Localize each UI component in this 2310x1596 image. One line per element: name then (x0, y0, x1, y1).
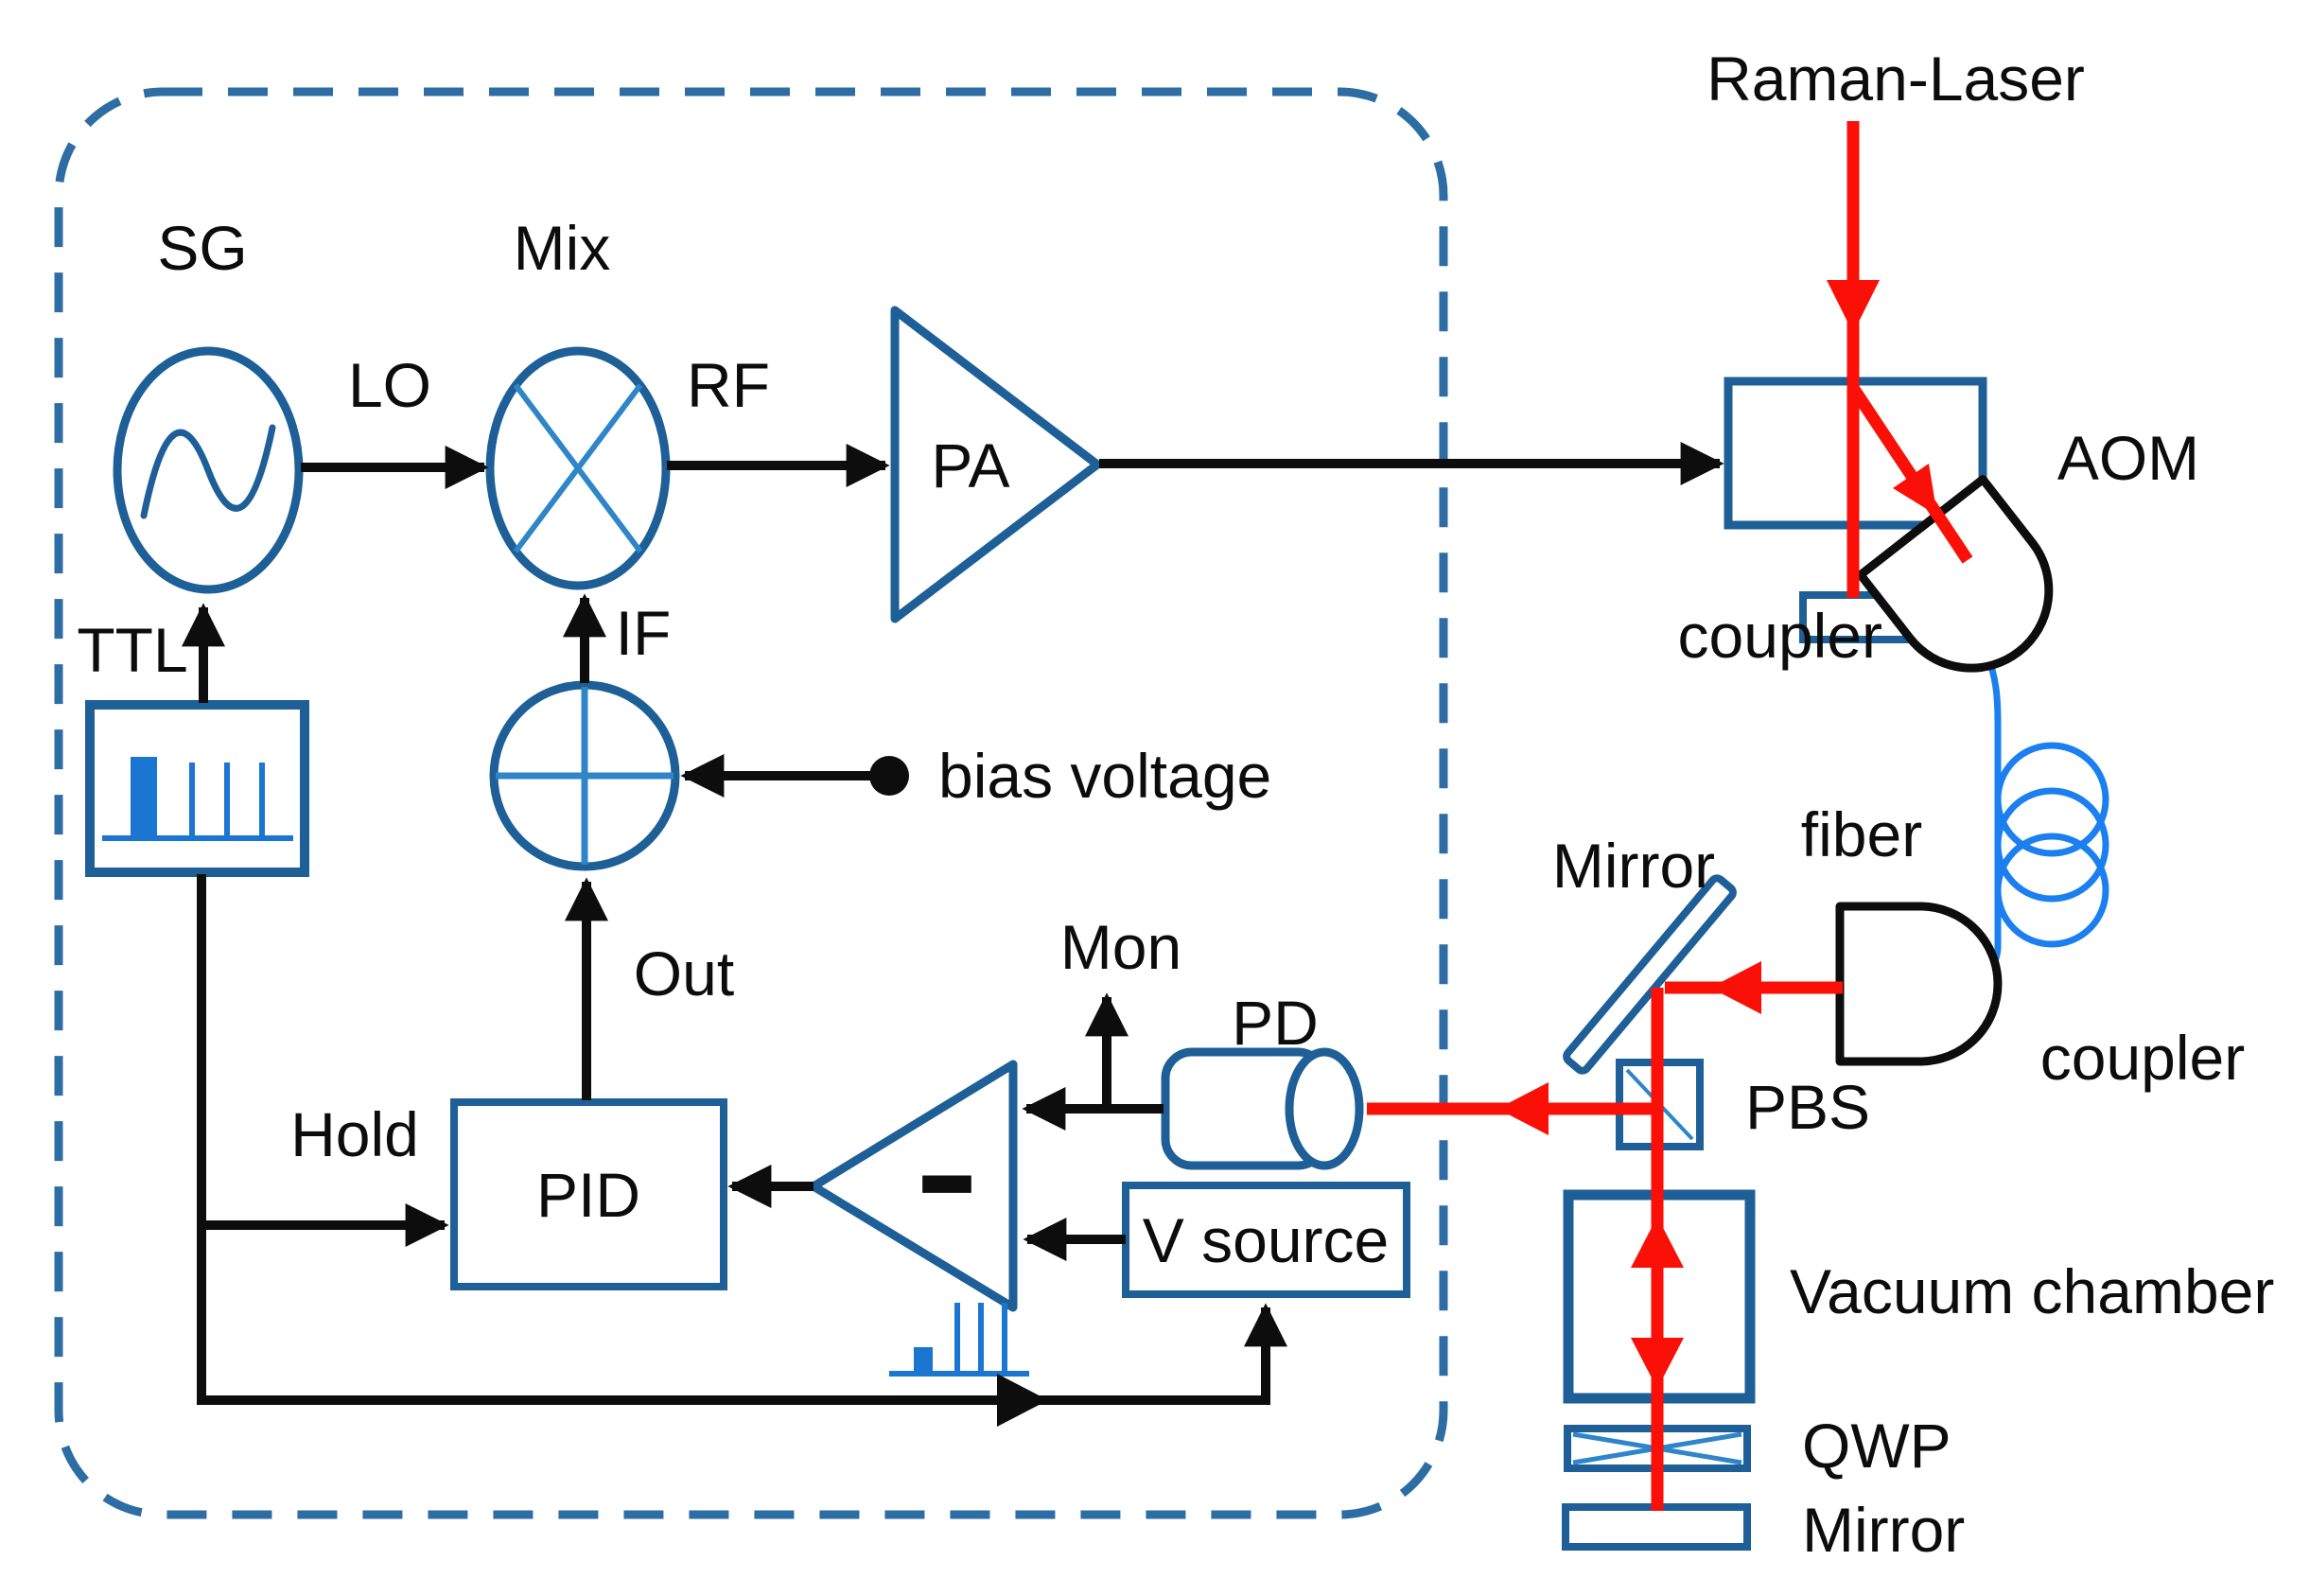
label-mix: Mix (514, 213, 611, 283)
minus-sign: − (923, 1139, 971, 1229)
label-sg: SG (157, 213, 247, 283)
v-source-box (1122, 1182, 1410, 1298)
label-raman-laser: Raman-Laser (1706, 44, 2085, 114)
plus-cross-icon (496, 687, 674, 865)
beam-arrowhead-left (1497, 1082, 1549, 1135)
pa-amplifier (890, 306, 1102, 623)
label-pd: PD (1232, 988, 1319, 1058)
label-pbs: PBS (1745, 1072, 1870, 1142)
label-pid: PID (536, 1160, 640, 1230)
pid-box (450, 1098, 727, 1290)
label-v-source: V source (1143, 1205, 1389, 1275)
label-hold: Hold (290, 1099, 419, 1169)
ttl-box (85, 700, 309, 877)
fiber-coil (1994, 742, 2109, 857)
label-aom: AOM (2057, 423, 2199, 493)
mirror-45 (1563, 874, 1737, 1075)
vsource-pulses-thin (954, 1303, 1007, 1374)
label-coupler-top: coupler (1678, 601, 1882, 671)
fiber-coil (1994, 787, 2109, 903)
pd-detector-face (1285, 1047, 1364, 1170)
label-rf: RF (687, 350, 770, 420)
ttl-pulses-thin (189, 763, 265, 838)
vsource-pulse-wide (914, 1347, 933, 1374)
label-lo: LO (348, 350, 431, 420)
mixer-cross-icon (513, 383, 643, 553)
label-out: Out (634, 938, 734, 1008)
wire-arrowhead-right (997, 1374, 1048, 1427)
label-pa: PA (931, 430, 1009, 500)
beam-arrowhead-up (1631, 1217, 1684, 1268)
beam-arrowhead-left (1710, 961, 1761, 1014)
label-coupler-bottom: coupler (2040, 1023, 2245, 1093)
beam-aom-diffracted (1847, 384, 1973, 564)
label-mirror-bottom: Mirror (1802, 1495, 1965, 1565)
label-ttl: TTL (77, 615, 187, 685)
ttl-pulse-wide (131, 757, 157, 838)
subtractor (809, 1060, 1018, 1312)
label-qwp: QWP (1802, 1411, 1951, 1481)
label-vacuum-chamber: Vacuum chamber (1790, 1256, 2274, 1326)
bias-dot (869, 756, 909, 796)
coupler-top (1856, 475, 2054, 673)
dashed-enclosure (54, 87, 1448, 1519)
wire-ttl-bottom-route (197, 874, 1287, 1405)
beam-arrowhead-diag (1893, 464, 1937, 516)
label-fiber: fiber (1801, 799, 1922, 869)
fiber-coil (1994, 833, 2109, 948)
label-if: IF (616, 598, 672, 668)
label-bias-voltage: bias voltage (938, 741, 1271, 811)
end-mirror (1562, 1503, 1751, 1551)
label-mirror-top: Mirror (1552, 831, 1715, 901)
sine-wave-icon (140, 424, 276, 519)
label-mon: Mon (1060, 912, 1181, 982)
beam-arrowhead-down (1631, 1338, 1684, 1389)
coupler-bottom (1835, 902, 2003, 1066)
beam-arrowhead-down (1827, 280, 1880, 333)
